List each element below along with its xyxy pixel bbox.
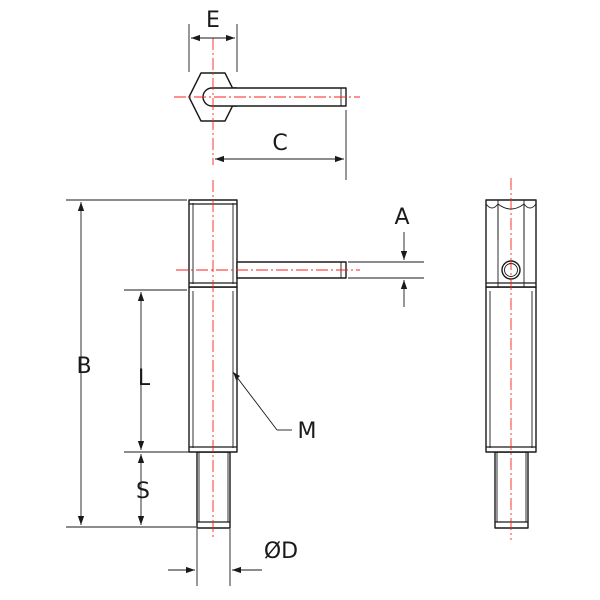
dim-c-label: C [272, 131, 287, 156]
dim-d-label: ØD [264, 539, 298, 564]
dim-b-label: B [76, 354, 91, 379]
leader-m: M [232, 371, 317, 444]
dim-d: ØD [168, 529, 298, 586]
dim-c: C [215, 110, 347, 180]
dim-s: S [136, 454, 150, 525]
dim-s-label: S [136, 479, 150, 504]
dim-b: B [66, 199, 196, 528]
side-view-pin [494, 451, 529, 529]
front-view [176, 180, 360, 540]
dim-e-label: E [206, 8, 220, 33]
side-view [485, 178, 537, 540]
dim-e: E [188, 8, 238, 72]
dim-a: A [348, 205, 424, 307]
top-view [174, 38, 360, 165]
dim-l: L [124, 289, 195, 453]
front-view-pin [196, 451, 231, 529]
dim-l-label: L [138, 366, 151, 391]
dim-a-label: A [394, 205, 409, 230]
dim-m-label: M [298, 419, 317, 444]
